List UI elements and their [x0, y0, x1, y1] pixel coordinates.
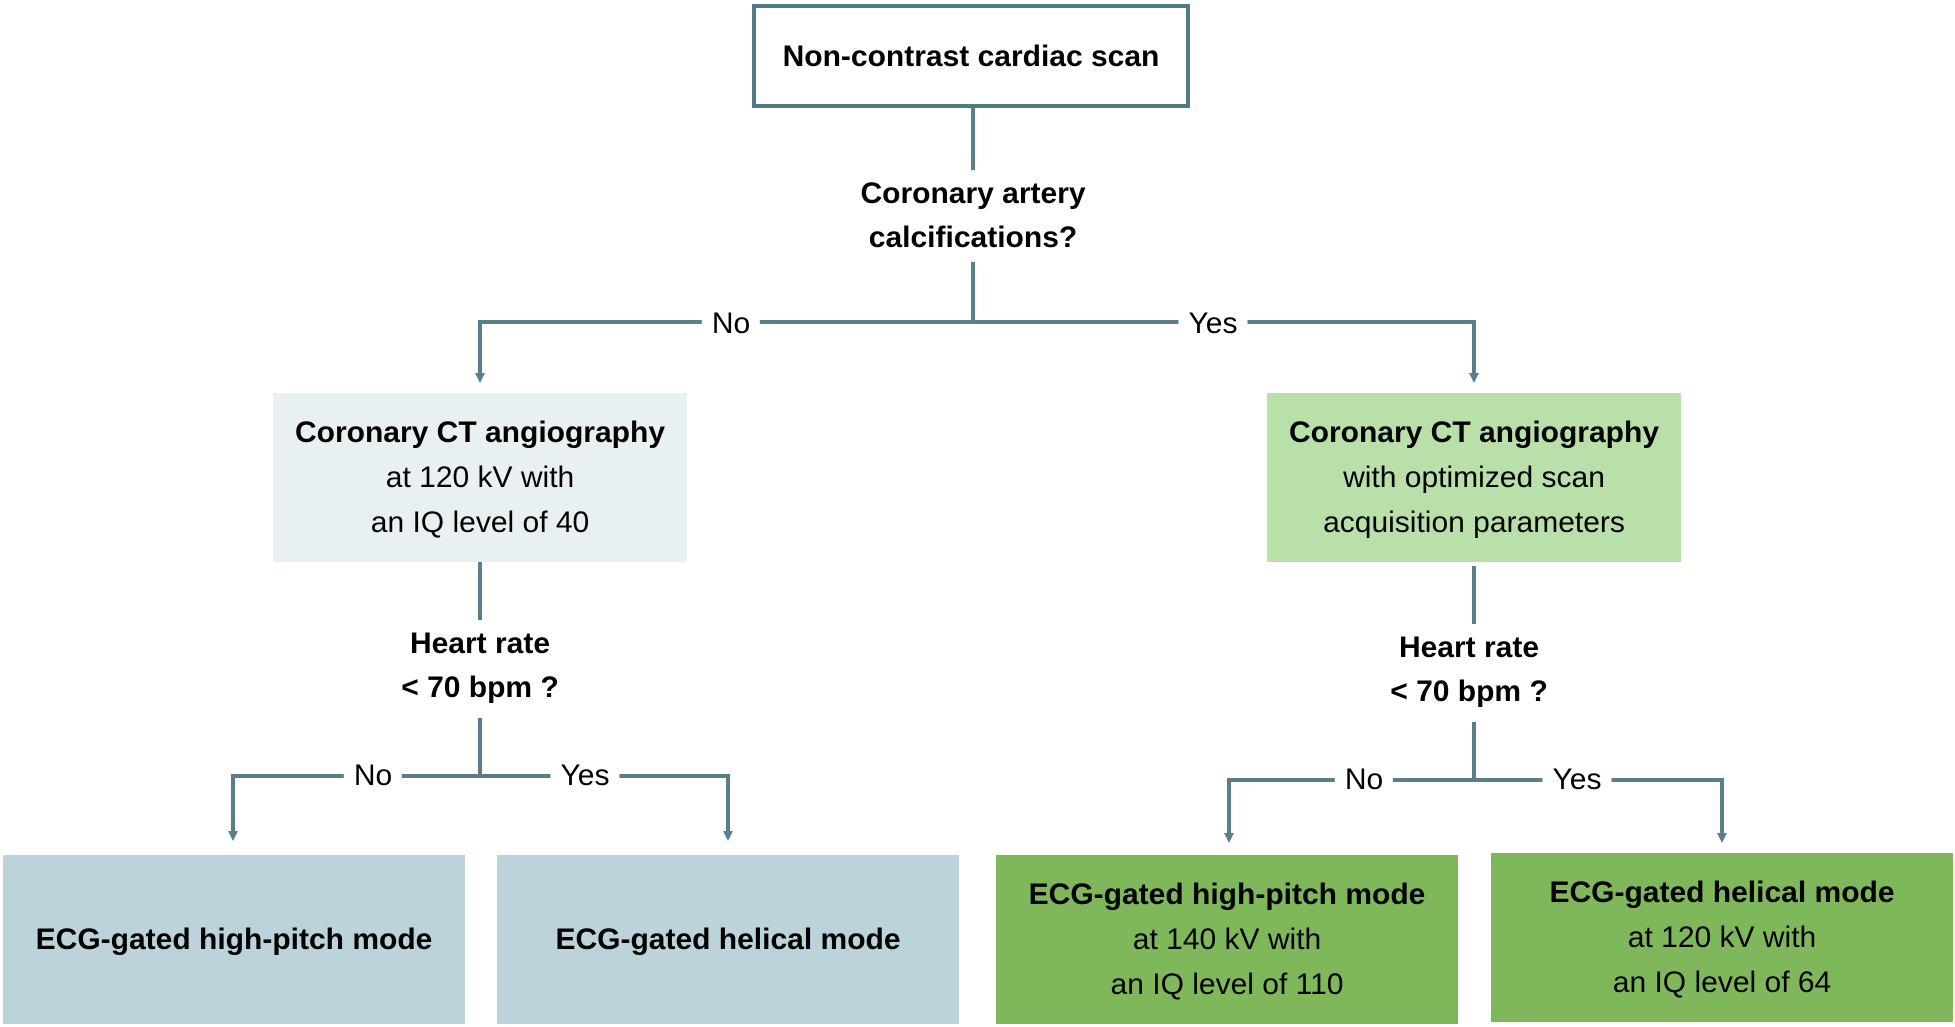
right-cta-title: Coronary CT angiography [1288, 416, 1660, 449]
connector-top-branch-right [973, 320, 1479, 383]
right-cta-line3: acquisition parameters [1323, 506, 1625, 539]
right-leaf-high-pitch: ECG-gated high-pitch mode at 140 kV with… [996, 855, 1458, 1024]
right-leaf-helical-line3: an IQ level of 64 [1612, 966, 1832, 999]
left-question-line2: < 70 bpm ? [401, 671, 559, 704]
right-question: Heart rate < 70 bpm ? [1319, 626, 1619, 714]
left-branch-no-label: No [343, 758, 403, 794]
right-leaf-helical-title: ECG-gated helical mode [1549, 876, 1895, 909]
left-branch-yes-label: Yes [550, 758, 620, 794]
right-leaf-helical: ECG-gated helical mode at 120 kV with an… [1491, 853, 1953, 1022]
top-question-line2: calcifications? [868, 221, 1078, 254]
right-branch-yes-label: Yes [1542, 762, 1612, 798]
right-question-line1: Heart rate [1398, 631, 1540, 664]
left-leaf-high-pitch-title: ECG-gated high-pitch mode [35, 923, 433, 956]
top-branch-yes-label: Yes [1178, 306, 1248, 342]
top-question: Coronary artery calcifications? [773, 172, 1173, 260]
left-leaf-high-pitch: ECG-gated high-pitch mode [3, 855, 465, 1024]
left-leaf-helical-title: ECG-gated helical mode [555, 923, 901, 956]
left-question-line1: Heart rate [409, 627, 551, 660]
right-cta-line2: with optimized scan [1343, 461, 1605, 494]
right-leaf-high-pitch-line2: at 140 kV with [1132, 923, 1322, 956]
connector-top-branch-left [475, 320, 973, 383]
top-branch-no-label: No [701, 306, 761, 342]
right-leaf-helical-line2: at 120 kV with [1627, 921, 1817, 954]
left-question: Heart rate < 70 bpm ? [330, 622, 630, 710]
left-cta-title: Coronary CT angiography [294, 416, 666, 449]
right-cta-box: Coronary CT angiography with optimized s… [1267, 393, 1681, 562]
right-leaf-high-pitch-line3: an IQ level of 110 [1110, 968, 1344, 1001]
left-cta-box: Coronary CT angiography at 120 kV with a… [273, 393, 687, 562]
root-title: Non-contrast cardiac scan [782, 39, 1160, 73]
root-box: Non-contrast cardiac scan [752, 4, 1190, 108]
right-leaf-high-pitch-title: ECG-gated high-pitch mode [1028, 878, 1426, 911]
right-question-line2: < 70 bpm ? [1390, 675, 1548, 708]
left-cta-line2: at 120 kV with [385, 461, 575, 494]
top-question-line1: Coronary artery [860, 177, 1086, 210]
left-leaf-helical: ECG-gated helical mode [497, 855, 959, 1024]
right-branch-no-label: No [1334, 762, 1394, 798]
left-cta-line3: an IQ level of 40 [370, 506, 590, 539]
